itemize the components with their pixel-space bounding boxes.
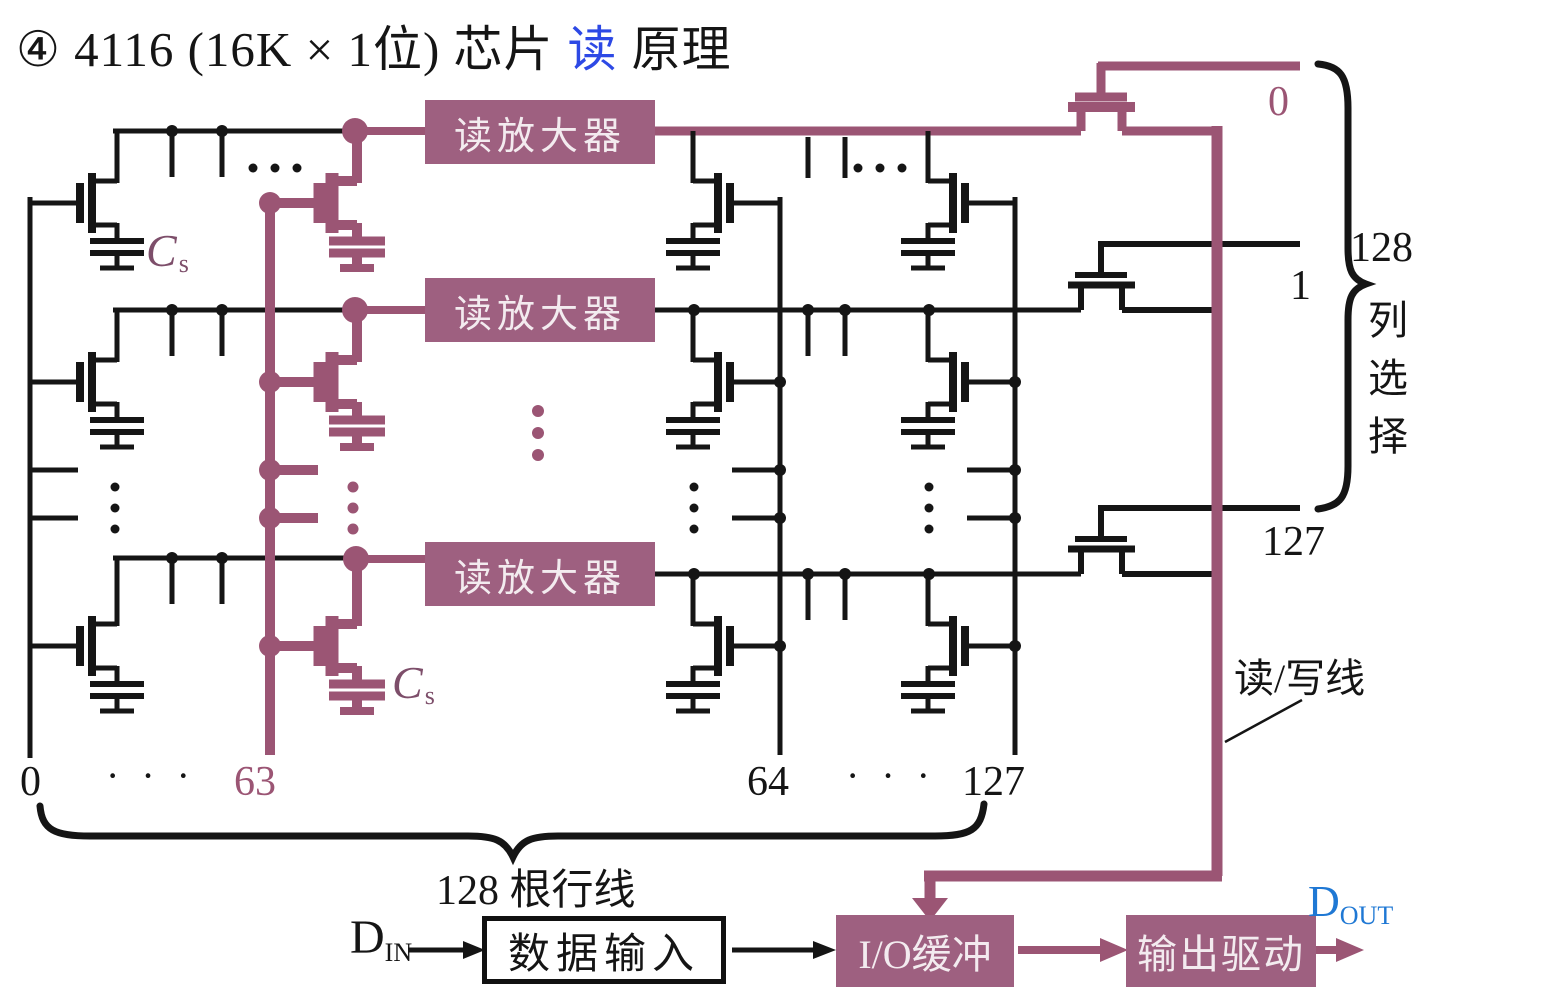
dram-cell-r1-c127 xyxy=(901,131,1015,271)
col-select-char-2: 选 xyxy=(1368,356,1408,401)
sense-amplifier-label: 读放大器 xyxy=(453,293,626,336)
row-lines-brace xyxy=(36,800,988,866)
dram-cell-r2-c63 xyxy=(270,310,385,451)
storage-capacitor-label-1: Cs xyxy=(146,224,189,279)
wire-stubs xyxy=(169,134,848,620)
capacitor-subscript: s xyxy=(178,249,189,278)
col-select-transistor-127 xyxy=(1068,505,1300,577)
row-brace-label: 128 根行线 xyxy=(436,868,636,914)
data-input-box: 数据输入 xyxy=(482,916,726,984)
read-write-line xyxy=(912,126,1223,921)
io-buffer-arrow xyxy=(1018,938,1128,962)
capacitor-symbol: C xyxy=(146,225,177,276)
capacitor-subscript: s xyxy=(424,681,435,710)
io-buffer-box: I/O缓冲 xyxy=(836,915,1014,987)
data-input-label: 数据输入 xyxy=(507,931,700,978)
col-select-char-3: 择 xyxy=(1368,414,1408,459)
dram-cell-r1-c64 xyxy=(666,131,780,271)
dram-cell-r3-c63 xyxy=(270,559,385,715)
title-suffix: 原理 xyxy=(631,22,732,77)
col-select-brace xyxy=(1314,60,1377,513)
output-driver-box: 输出驱动 xyxy=(1126,915,1316,987)
output-driver-label: 输出驱动 xyxy=(1137,932,1305,977)
row-line-0 xyxy=(27,197,78,758)
data-input-arrow xyxy=(732,941,836,959)
bit-lines xyxy=(113,128,1081,577)
col-select-label-1: 1 xyxy=(1290,263,1311,309)
col-select-transistor-0 xyxy=(1068,61,1300,136)
row-label-63: 63 xyxy=(234,759,276,805)
title-text: ④ 4116 (16K × 1位) 芯片 xyxy=(16,22,554,77)
row-label-64: 64 xyxy=(747,759,789,805)
row-ellipsis-left: · · · xyxy=(106,753,196,798)
din-subscript: IN xyxy=(384,938,413,967)
din-base: D xyxy=(350,911,385,964)
sense-amplifier-box-3: 读放大器 xyxy=(425,542,655,606)
dram-cell-r1-c0 xyxy=(30,131,144,271)
sense-amplifier-label: 读放大器 xyxy=(453,115,626,158)
output-driver-arrow xyxy=(1316,938,1364,962)
row-ellipsis-right: · · · xyxy=(846,753,936,798)
sense-amplifier-label: 读放大器 xyxy=(453,557,626,600)
ellipsis-dots xyxy=(110,163,934,534)
read-write-line-label: 读/写线 xyxy=(1234,656,1366,701)
page-title: ④ 4116 (16K × 1位) 芯片读原理 xyxy=(16,10,732,81)
col-select-transistor-1 xyxy=(1068,241,1300,313)
junction-dots xyxy=(166,125,1021,652)
ellipsis-dots-highlighted xyxy=(347,405,544,535)
sense-amplifier-box-2: 读放大器 xyxy=(425,278,655,342)
junction-dots-highlighted xyxy=(259,118,369,657)
dout-base: D xyxy=(1308,877,1340,926)
title-read-word: 读 xyxy=(567,22,618,77)
dram-cell-r3-c64 xyxy=(666,574,780,714)
col-select-label-127: 127 xyxy=(1262,519,1325,565)
dram-cell-r2-c64 xyxy=(666,310,780,450)
io-buffer-label: I/O缓冲 xyxy=(858,932,992,977)
row-line-64 xyxy=(732,197,783,755)
din-arrow xyxy=(408,941,485,959)
row-label-0: 0 xyxy=(20,759,41,805)
row-line-127 xyxy=(967,197,1018,755)
dram-cell-r3-c127 xyxy=(901,574,1015,714)
col-select-label-0: 0 xyxy=(1268,79,1289,125)
capacitor-symbol: C xyxy=(392,657,423,708)
dram-cell-r3-c0 xyxy=(30,558,144,714)
read-write-pointer-line xyxy=(1224,698,1303,744)
dram-cell-r2-c127 xyxy=(901,310,1015,450)
storage-capacitor-label-2: Cs xyxy=(392,656,435,711)
dout-subscript: OUT xyxy=(1339,901,1394,930)
sense-amplifier-box-1: 读放大器 xyxy=(425,100,655,164)
dram-cell-r2-c0 xyxy=(30,310,144,450)
dout-label: DOUT xyxy=(1308,876,1393,931)
din-label: DIN xyxy=(350,910,412,968)
bit-lines-highlighted xyxy=(360,126,1081,563)
row-label-127: 127 xyxy=(962,759,1025,805)
col-select-count: 128 xyxy=(1350,225,1413,271)
col-select-char-1: 列 xyxy=(1368,298,1408,343)
dram-cell-r1-c63 xyxy=(270,131,385,272)
